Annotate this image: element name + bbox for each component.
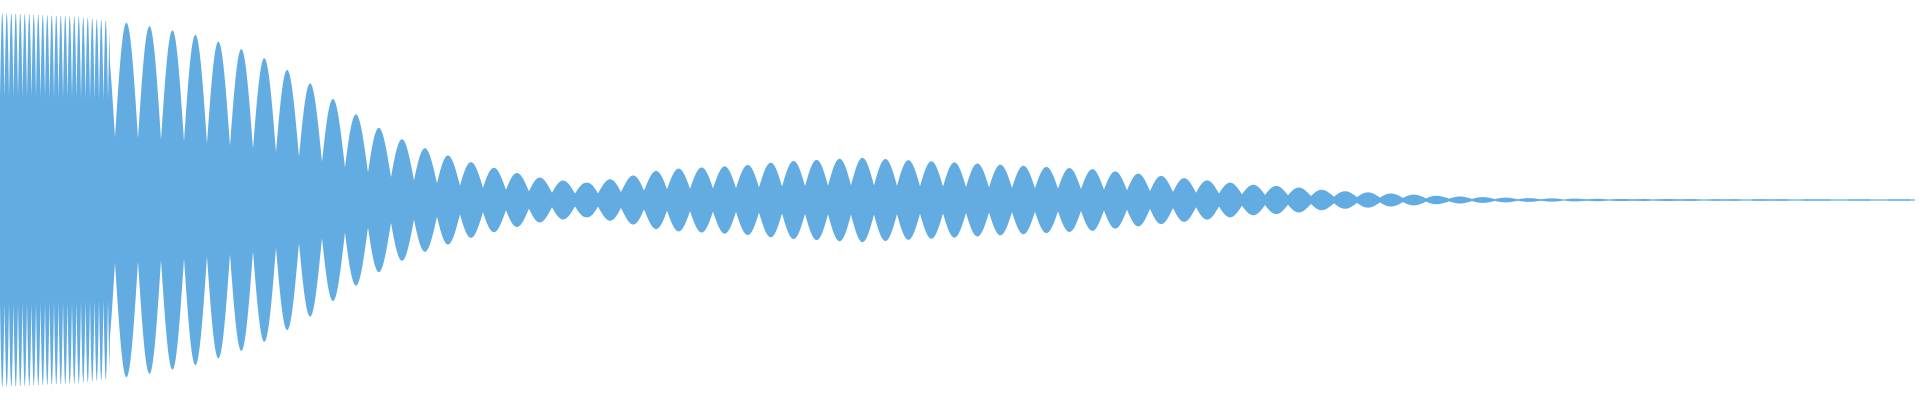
waveform-body: [0, 13, 1915, 387]
